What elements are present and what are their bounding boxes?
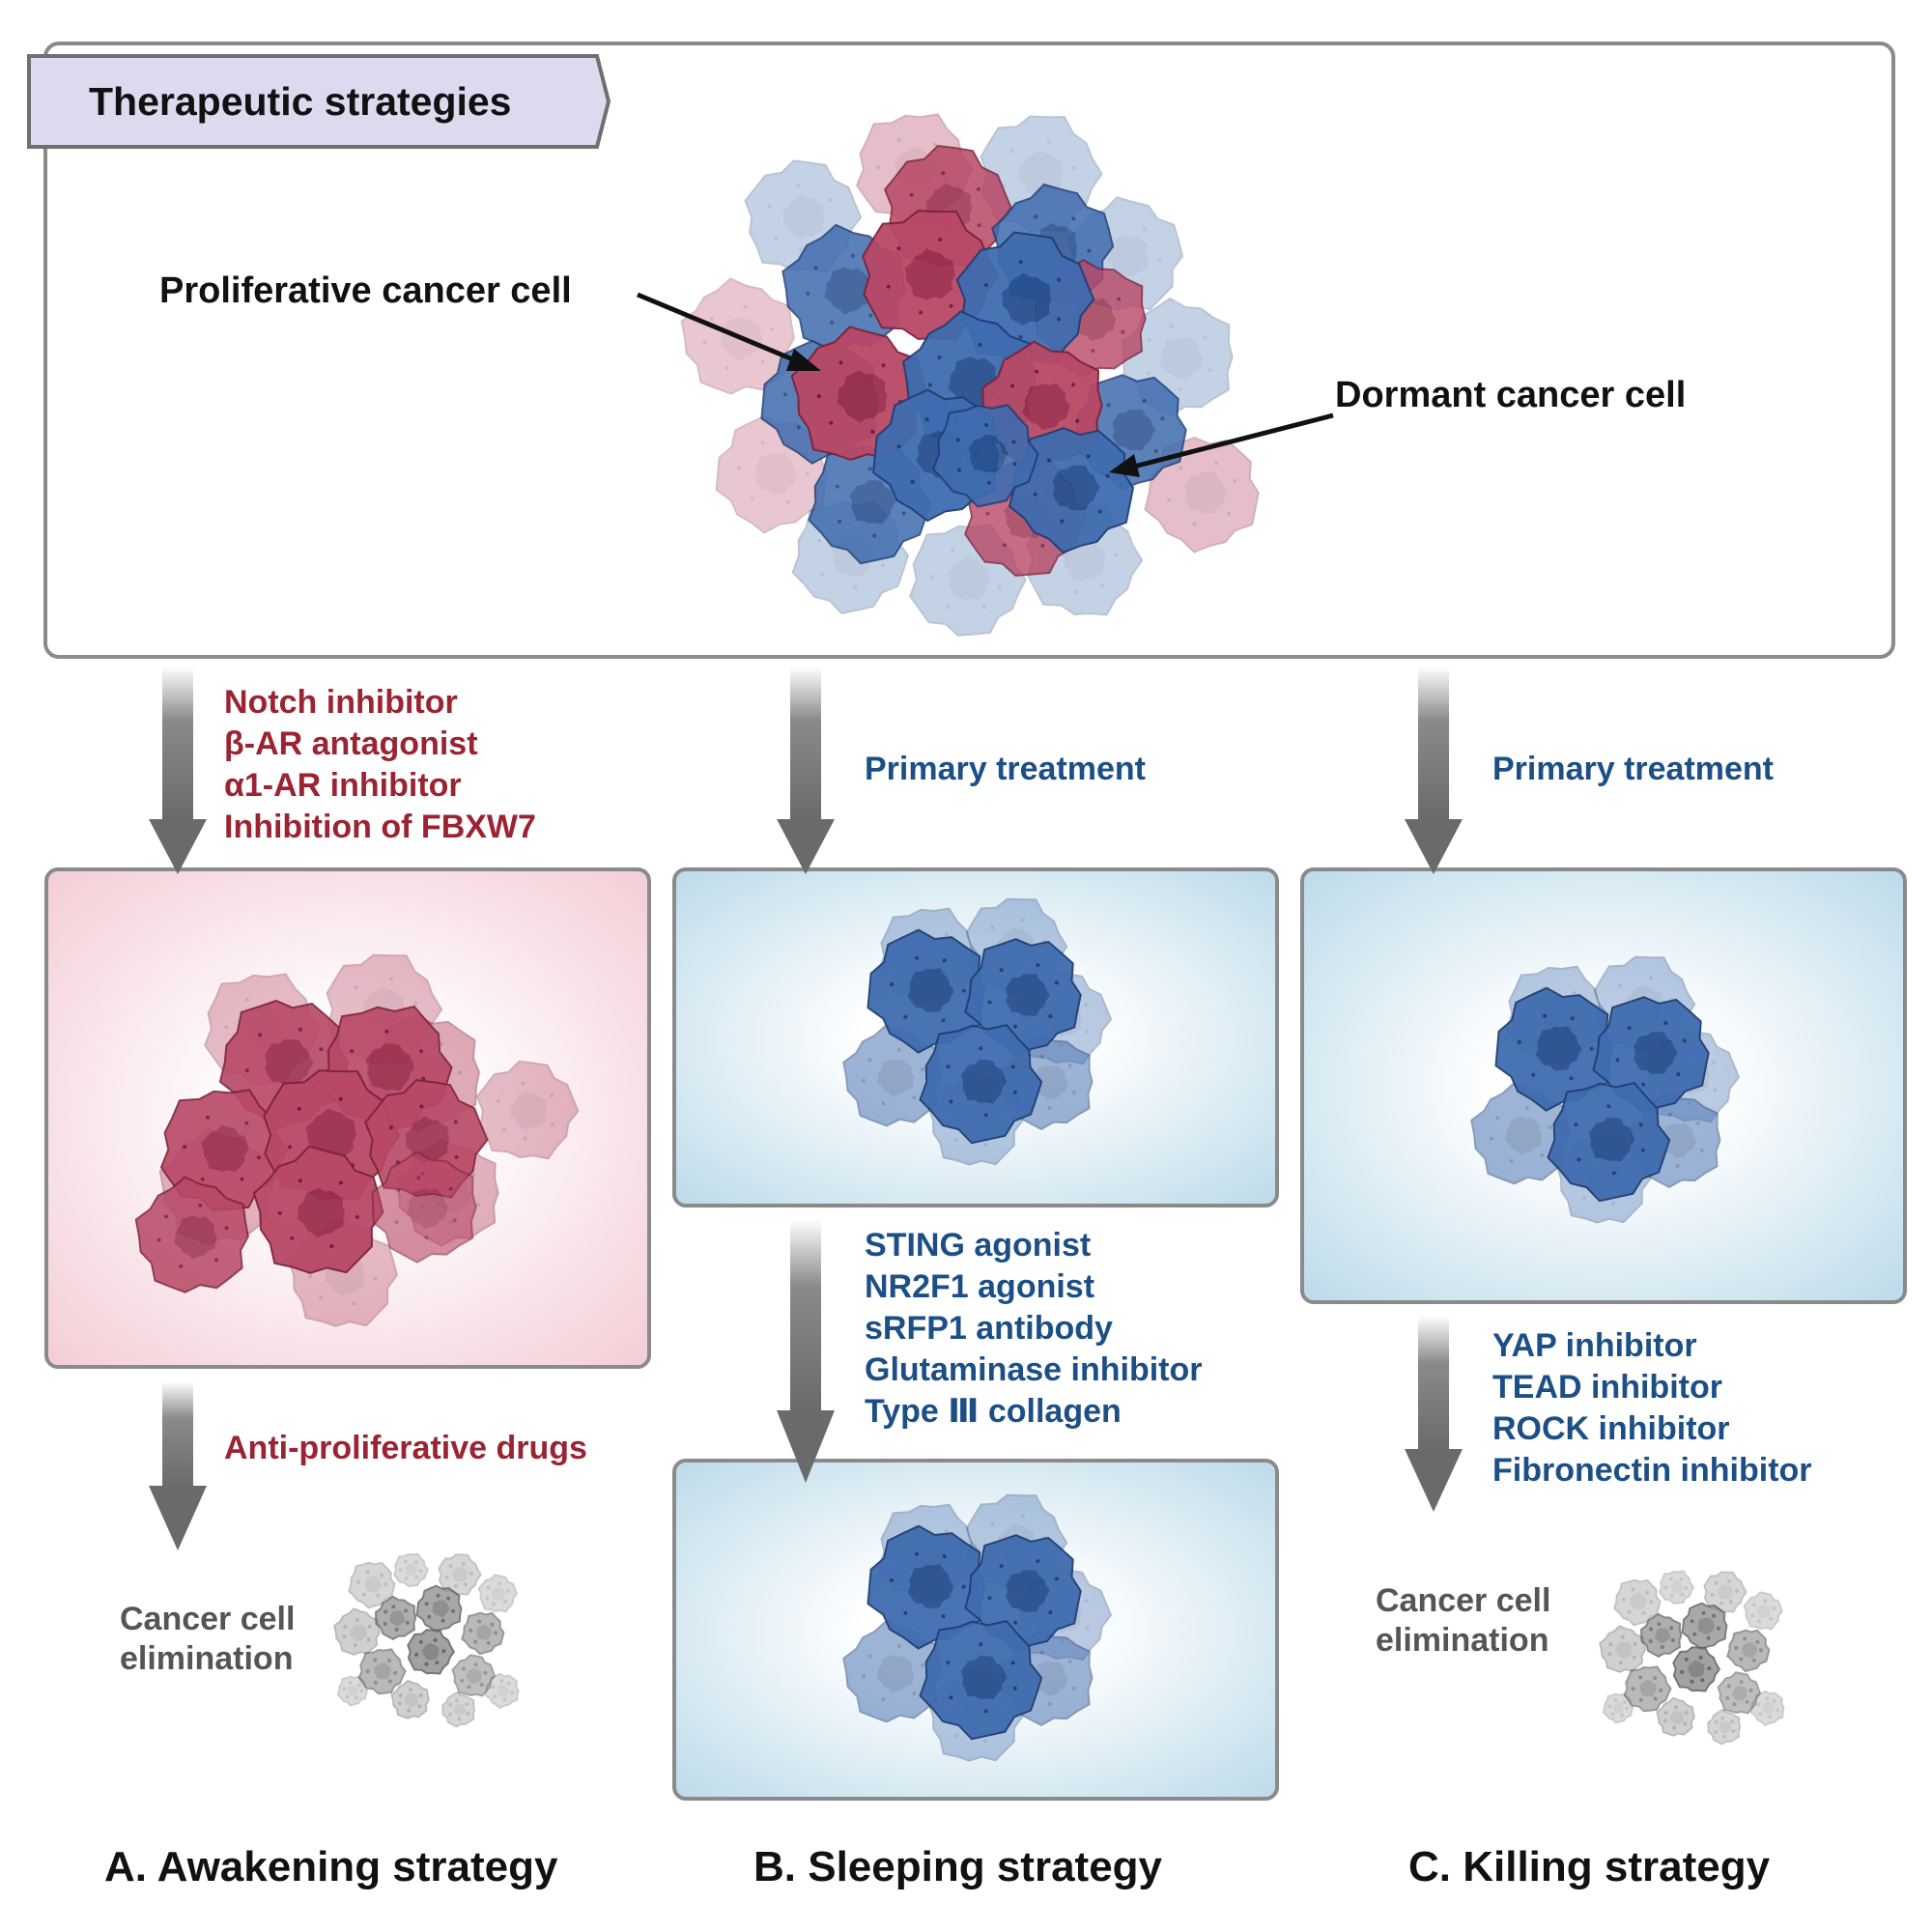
awakening-strategy-caption: A. Awakening strategy — [104, 1843, 558, 1890]
dormant-pointer-line — [1129, 412, 1334, 470]
debris-fragment-icon — [1717, 1671, 1762, 1715]
debris-fragment-icon — [407, 1629, 455, 1675]
dormant-cell-icon — [964, 1534, 1082, 1653]
sleeping-strategy-caption: B. Sleeping strategy — [753, 1843, 1163, 1890]
debris-fragment-icon — [1703, 1571, 1747, 1613]
header-tag — [27, 54, 611, 149]
debris-fragment-icon — [336, 1675, 369, 1707]
debris-fragment-icon — [392, 1552, 430, 1587]
proliferative-cell-label: Proliferative cancer cell — [159, 270, 572, 311]
dormant-cell-icon — [1592, 996, 1710, 1115]
awakening-step2-drug-list: Anti-proliferative drugs — [224, 1428, 587, 1469]
debris-fragment-icon — [1672, 1646, 1720, 1692]
drug-item: β-AR antagonist — [224, 725, 478, 762]
debris-fragment-icon — [1613, 1578, 1662, 1627]
proliferative-cell-icon — [134, 1176, 249, 1293]
mixed-tumor-cluster — [680, 113, 1260, 637]
arrow-killing-2 — [1405, 1316, 1463, 1512]
dormant-cell-icon — [964, 938, 1082, 1057]
drug-item: α1-AR inhibitor — [224, 767, 462, 804]
proliferative-pointer-head — [786, 349, 821, 371]
outcome-line: elimination — [1376, 1622, 1549, 1659]
debris-fragment-icon — [438, 1553, 482, 1596]
killing-strategy-caption: C. Killing strategy — [1408, 1843, 1771, 1890]
drug-item: Inhibition of FBXW7 — [224, 809, 536, 845]
dormant-cell-icon — [919, 1619, 1043, 1741]
dormant-cell-icon — [1547, 1081, 1671, 1203]
dormant-cell-icon — [1494, 986, 1614, 1112]
killing-step1-drug-list: Primary treatment — [1492, 749, 1774, 790]
debris-fragment-icon — [1749, 1690, 1785, 1727]
outcome-line: Cancer cell — [1376, 1582, 1551, 1619]
debris-fragment-icon — [1658, 1570, 1695, 1605]
dormant-cell-icon — [867, 1524, 986, 1650]
drug-item: Type Ⅲ collagen — [865, 1393, 1122, 1430]
outcome-line: Cancer cell — [120, 1601, 296, 1637]
arrow-awakening-2 — [149, 1381, 207, 1550]
dormant-cell-icon — [919, 1023, 1043, 1145]
drug-item: Glutaminase inhibitor — [865, 1351, 1203, 1388]
dormant-pointer-head — [1109, 454, 1140, 477]
arrow-killing-1 — [1405, 667, 1463, 874]
header-title: Therapeutic strategies — [89, 79, 512, 124]
debris-fragment-icon — [1640, 1612, 1683, 1658]
proliferative-cell-icon — [1144, 437, 1260, 554]
debris-fragment-icon — [1726, 1629, 1771, 1673]
dormant-cell-cluster-target — [1470, 955, 1741, 1224]
drug-item: sRFP1 antibody — [865, 1310, 1113, 1347]
dormant-cell-icon — [931, 404, 1039, 508]
drug-item: TEAD inhibitor — [1492, 1369, 1722, 1406]
drug-item: STING agonist — [865, 1227, 1092, 1264]
drug-item: Fibronectin inhibitor — [1492, 1452, 1812, 1489]
debris-fragment-icon — [1681, 1602, 1728, 1651]
sleeping-step2-drug-list: STING agonist NR2F1 agonist sRFP1 antibo… — [865, 1225, 1202, 1433]
killing-step2-drug-list: YAP inhibitor TEAD inhibitor ROCK inhibi… — [1492, 1325, 1812, 1492]
debris-fragment-icon — [461, 1611, 505, 1656]
dead-cell-debris-icon — [333, 1552, 520, 1728]
debris-fragment-icon — [333, 1607, 382, 1656]
dead-cell-debris-icon — [1599, 1570, 1785, 1746]
debris-fragment-icon — [484, 1672, 520, 1710]
debris-fragment-icon — [1602, 1692, 1634, 1724]
debris-fragment-icon — [375, 1595, 417, 1640]
debris-fragment-icon — [451, 1654, 497, 1697]
awakening-step1-drug-list: Notch inhibitor β-AR antagonist α1-AR in… — [224, 682, 536, 848]
arrow-sleeping-2 — [777, 1219, 835, 1483]
drug-item: NR2F1 agonist — [865, 1268, 1095, 1305]
dormant-cell-cluster-before — [842, 897, 1113, 1166]
awakening-outcome-label: Cancer cell elimination — [120, 1600, 295, 1679]
dormant-cell-icon — [1008, 427, 1135, 554]
debris-fragment-icon — [1743, 1591, 1783, 1631]
outcome-line: elimination — [120, 1640, 294, 1677]
drug-item: Anti-proliferative drugs — [224, 1430, 587, 1466]
proliferative-cell-icon — [475, 1060, 580, 1160]
proliferative-pointer-line — [637, 292, 808, 368]
debris-fragment-icon — [357, 1648, 407, 1695]
drug-item: Primary treatment — [1492, 751, 1775, 787]
proliferative-cell-cluster — [134, 953, 580, 1327]
dormant-cell-label: Dormant cancer cell — [1335, 375, 1687, 415]
debris-fragment-icon — [1656, 1696, 1695, 1737]
drug-item: ROCK inhibitor — [1492, 1410, 1730, 1447]
debris-fragment-icon — [390, 1679, 430, 1719]
killing-outcome-label: Cancer cell elimination — [1376, 1581, 1550, 1661]
debris-fragment-icon — [441, 1691, 476, 1728]
debris-fragment-icon — [1707, 1709, 1742, 1746]
proliferative-cell-icon — [252, 1145, 384, 1274]
arrow-sleeping-1 — [777, 667, 835, 874]
dormant-cell-cluster-after — [842, 1493, 1113, 1762]
debris-fragment-icon — [1599, 1625, 1647, 1673]
debris-fragment-icon — [477, 1574, 518, 1613]
drug-item: YAP inhibitor — [1492, 1327, 1697, 1364]
drug-item: Notch inhibitor — [224, 684, 458, 721]
proliferative-cell-icon — [371, 1151, 477, 1264]
sleeping-step1-drug-list: Primary treatment — [865, 749, 1146, 790]
debris-fragment-icon — [415, 1584, 463, 1634]
drug-item: Primary treatment — [865, 751, 1147, 787]
arrow-awakening-1 — [149, 667, 207, 874]
debris-fragment-icon — [1623, 1665, 1672, 1713]
